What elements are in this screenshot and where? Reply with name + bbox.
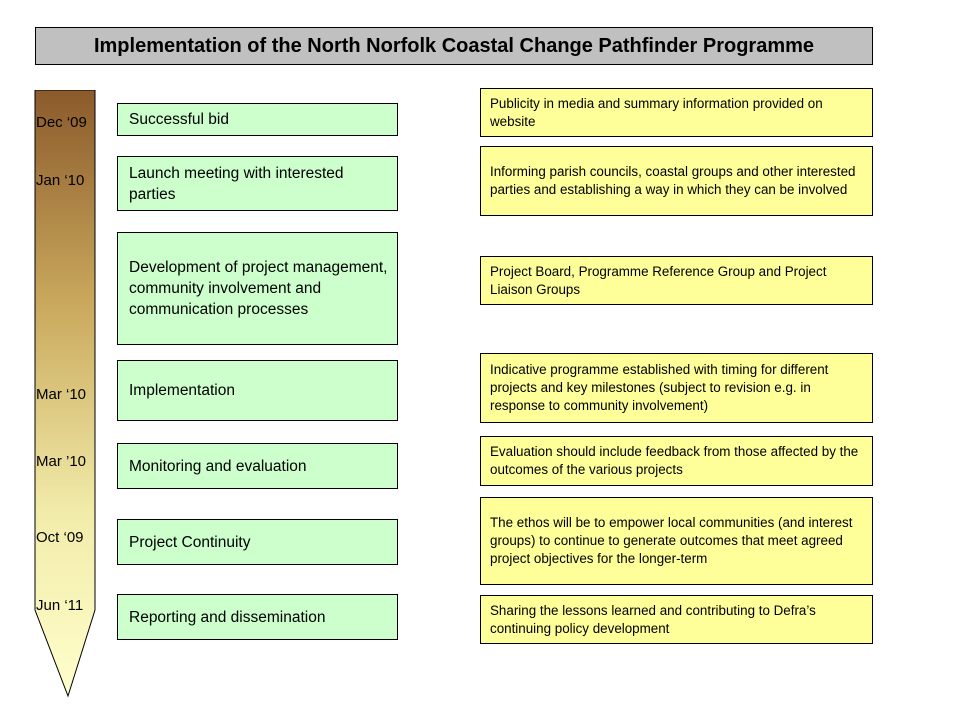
note-text: Indicative programme established with ti… <box>490 362 829 413</box>
step-development: Development of project management, commu… <box>117 232 398 345</box>
step-implementation: Implementation <box>117 360 398 421</box>
step-label: Monitoring and evaluation <box>129 457 307 475</box>
timeline-date-mar-10: Mar ‘10 <box>36 386 87 403</box>
note-informing-parish-councils: Informing parish councils, coastal group… <box>480 146 873 216</box>
note-text: Project Board, Programme Reference Group… <box>490 263 827 297</box>
step-label: Project Continuity <box>129 533 251 551</box>
note-project-board: Project Board, Programme Reference Group… <box>480 256 873 305</box>
note-ethos-empower: The ethos will be to empower local commu… <box>480 497 873 585</box>
step-project-continuity: Project Continuity <box>117 519 398 565</box>
step-label: Implementation <box>129 382 235 399</box>
step-successful-bid: Successful bid <box>117 103 398 136</box>
timeline-date-oct-09: Oct ‘09 <box>36 529 84 546</box>
step-label: Successful bid <box>129 111 229 128</box>
step-label: Launch meeting with interested parties <box>129 164 344 203</box>
step-label: Development of project management, commu… <box>129 259 388 318</box>
timeline-arrow-shape <box>34 90 96 698</box>
note-text: Evaluation should include feedback from … <box>490 444 859 477</box>
note-text: Publicity in media and summary informati… <box>490 95 823 129</box>
step-label: Reporting and dissemination <box>129 608 326 626</box>
step-monitoring-evaluation: Monitoring and evaluation <box>117 443 398 489</box>
timeline-date-jan-10: Jan ‘10 <box>36 172 85 189</box>
note-indicative-programme: Indicative programme established with ti… <box>480 353 873 423</box>
timeline-date-mar-10-second: Mar ’10 <box>36 453 87 470</box>
note-sharing-lessons: Sharing the lessons learned and contribu… <box>480 595 873 644</box>
timeline-date-dec-09: Dec ‘09 <box>36 114 87 131</box>
note-text: Sharing the lessons learned and contribu… <box>490 602 816 636</box>
step-launch-meeting: Launch meeting with interested parties <box>117 156 398 211</box>
page-title: Implementation of the North Norfolk Coas… <box>35 27 873 65</box>
note-text: Informing parish councils, coastal group… <box>490 164 856 197</box>
note-publicity: Publicity in media and summary informati… <box>480 88 873 137</box>
step-reporting-dissemination: Reporting and dissemination <box>117 594 398 640</box>
note-evaluation-feedback: Evaluation should include feedback from … <box>480 436 873 486</box>
timeline-date-jun-11: Jun ‘11 <box>36 597 84 614</box>
note-text: The ethos will be to empower local commu… <box>490 515 853 566</box>
timeline-arrow <box>34 90 96 698</box>
